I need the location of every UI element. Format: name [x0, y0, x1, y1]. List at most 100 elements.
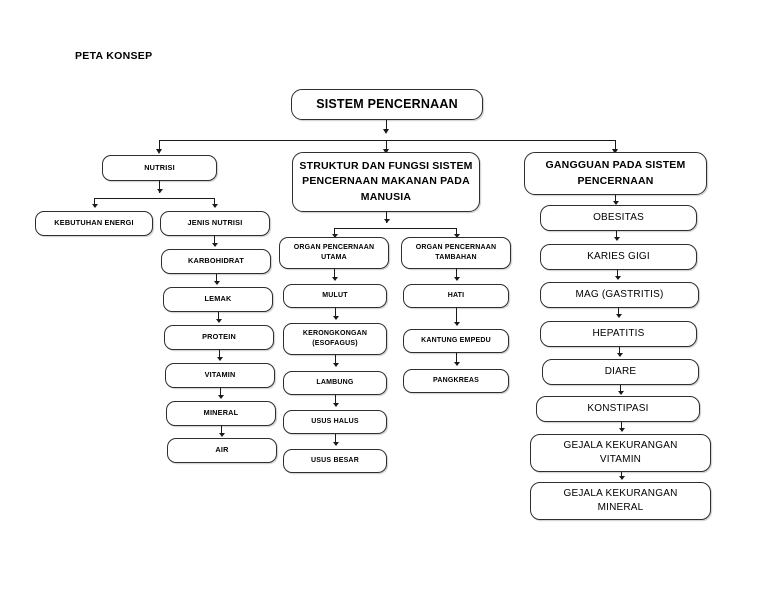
node-label-line1: ORGAN PENCERNAAN	[415, 243, 497, 251]
node-label-line3: MANUSIA	[360, 190, 412, 203]
node-vitamin[interactable]: VITAMIN	[165, 363, 275, 388]
node-organ-pencernaan-tambahan[interactable]: ORGAN PENCERNAAN TAMBAHAN	[401, 237, 511, 269]
connector-karbohidrat-lemak	[216, 274, 218, 284]
node-label-line2: PENCERNAAN	[577, 174, 654, 187]
node-label: PANGKREAS	[432, 376, 479, 384]
connector-drop-organ-utama	[334, 228, 336, 237]
node-label: AIR	[215, 445, 229, 455]
node-karies-gigi[interactable]: KARIES GIGI	[540, 244, 697, 270]
arrowhead-organ-tambahan	[453, 234, 460, 238]
arrowhead-gejala-vitamin	[618, 428, 625, 432]
arrowhead-gejala-mineral	[618, 476, 625, 480]
node-mag-gastritis[interactable]: MAG (GASTRITIS)	[540, 282, 699, 308]
node-label: SISTEM PENCERNAAN	[316, 97, 458, 112]
connector-gangguan-obesitas	[615, 195, 617, 204]
node-label-line1: KERONGKONGAN	[302, 329, 368, 337]
arrowhead-vitamin	[216, 357, 223, 361]
node-label: OBESITAS	[593, 211, 644, 223]
arrowhead-mag	[614, 276, 621, 280]
arrowhead-struktur-stem	[383, 219, 390, 223]
node-gangguan-sistem-pencernaan[interactable]: GANGGUAN PADA SISTEM PENCERNAAN	[524, 152, 707, 195]
connector-utama-mulut	[334, 269, 336, 280]
arrowhead-nutrisi-stem	[156, 189, 163, 193]
connector-tambahan-hati	[456, 269, 458, 280]
node-label: DIARE	[604, 365, 637, 377]
arrowhead-mulut	[331, 277, 338, 281]
node-label: VITAMIN	[204, 370, 236, 380]
arrowhead-pangkreas	[453, 362, 460, 366]
arrowhead-kantung-empedu	[453, 322, 460, 326]
connector-kantung-empedu-pangkreas	[456, 353, 458, 365]
node-label-line2: (ESOFAGUS)	[312, 340, 358, 347]
node-hati[interactable]: HATI	[403, 284, 509, 308]
connector-hepatitis-diare	[619, 347, 621, 356]
connector-drop-kebutuhan-energi	[94, 198, 96, 207]
connector-mag-hepatitis	[618, 308, 620, 317]
node-label: LEMAK	[204, 294, 232, 304]
connector-root-bus	[159, 140, 616, 142]
node-label: KARIES GIGI	[587, 250, 650, 262]
node-karbohidrat[interactable]: KARBOHIDRAT	[161, 249, 271, 274]
arrowhead-karies-gigi	[613, 237, 620, 241]
node-obesitas[interactable]: OBESITAS	[540, 205, 697, 231]
connector-drop-organ-tambahan	[456, 228, 458, 237]
node-label-line1: ORGAN PENCERNAAN	[293, 243, 375, 251]
arrowhead-obesitas	[612, 201, 619, 205]
arrowhead-jenis-nutrisi	[211, 204, 218, 208]
node-label: HEPATITIS	[592, 327, 645, 339]
connector-jenis-karbohidrat	[214, 236, 216, 246]
node-mulut[interactable]: MULUT	[283, 284, 387, 308]
node-kantung-empedu[interactable]: KANTUNG EMPEDU	[403, 329, 509, 353]
connector-konstipasi-gejala-vitamin	[621, 422, 623, 431]
node-usus-besar[interactable]: USUS BESAR	[283, 449, 387, 473]
arrowhead-air	[218, 433, 225, 437]
node-gejala-kekurangan-mineral[interactable]: GEJALA KEKURANGAN MINERAL	[530, 482, 711, 520]
node-hepatitis[interactable]: HEPATITIS	[540, 321, 697, 347]
node-sistem-pencernaan[interactable]: SISTEM PENCERNAAN	[291, 89, 483, 120]
arrowhead-struktur	[383, 149, 389, 154]
node-label: KANTUNG EMPEDU	[421, 336, 491, 344]
arrowhead-nutrisi	[156, 149, 162, 154]
node-label: PROTEIN	[202, 332, 236, 342]
node-lambung[interactable]: LAMBUNG	[283, 371, 387, 395]
node-konstipasi[interactable]: KONSTIPASI	[536, 396, 700, 422]
arrowhead-konstipasi	[617, 391, 624, 395]
connector-kerongkongan-lambung	[335, 355, 337, 366]
node-organ-pencernaan-utama[interactable]: ORGAN PENCERNAAN UTAMA	[279, 237, 389, 269]
node-label: HATI	[447, 291, 465, 299]
connector-diare-konstipasi	[620, 385, 622, 394]
connector-struktur-bus	[334, 228, 457, 230]
node-label-line1: GEJALA KEKURANGAN	[563, 487, 678, 499]
arrowhead-diare	[616, 353, 623, 357]
node-label-line2: VITAMIN	[599, 454, 642, 465]
connector-lemak-protein	[218, 312, 220, 322]
node-label: NUTRISI	[144, 162, 175, 172]
node-kerongkongan[interactable]: KERONGKONGAN (ESOFAGUS)	[283, 323, 387, 355]
arrowhead-hepatitis	[615, 314, 622, 318]
node-label: MAG (GASTRITIS)	[575, 288, 664, 300]
node-struktur-fungsi[interactable]: STRUKTUR DAN FUNGSI SISTEM PENCERNAAN MA…	[292, 152, 480, 212]
node-label: MULUT	[322, 291, 348, 299]
node-jenis-nutrisi[interactable]: JENIS NUTRISI	[160, 211, 270, 236]
node-pangkreas[interactable]: PANGKREAS	[403, 369, 509, 393]
node-protein[interactable]: PROTEIN	[164, 325, 274, 350]
node-lemak[interactable]: LEMAK	[163, 287, 273, 312]
node-label: KEBUTUHAN ENERGI	[54, 218, 134, 228]
connector-mineral-air	[221, 426, 223, 436]
node-nutrisi[interactable]: NUTRISI	[102, 155, 217, 181]
connector-nutrisi-stem	[159, 181, 161, 193]
node-gejala-kekurangan-vitamin[interactable]: GEJALA KEKURANGAN VITAMIN	[530, 434, 711, 472]
node-kebutuhan-energi[interactable]: KEBUTUHAN ENERGI	[35, 211, 153, 236]
connector-drop-jenis-nutrisi	[214, 198, 216, 207]
node-label: KARBOHIDRAT	[188, 256, 244, 266]
node-usus-halus[interactable]: USUS HALUS	[283, 410, 387, 434]
connector-gejala-vitamin-gejala-mineral	[621, 472, 623, 479]
node-air[interactable]: AIR	[167, 438, 277, 463]
connector-root-stem	[386, 120, 388, 132]
node-mineral[interactable]: MINERAL	[166, 401, 276, 426]
arrowhead-root-stem	[383, 129, 389, 134]
node-diare[interactable]: DIARE	[542, 359, 699, 385]
arrowhead-hati	[453, 277, 460, 281]
node-label-line2: TAMBAHAN	[435, 254, 477, 261]
